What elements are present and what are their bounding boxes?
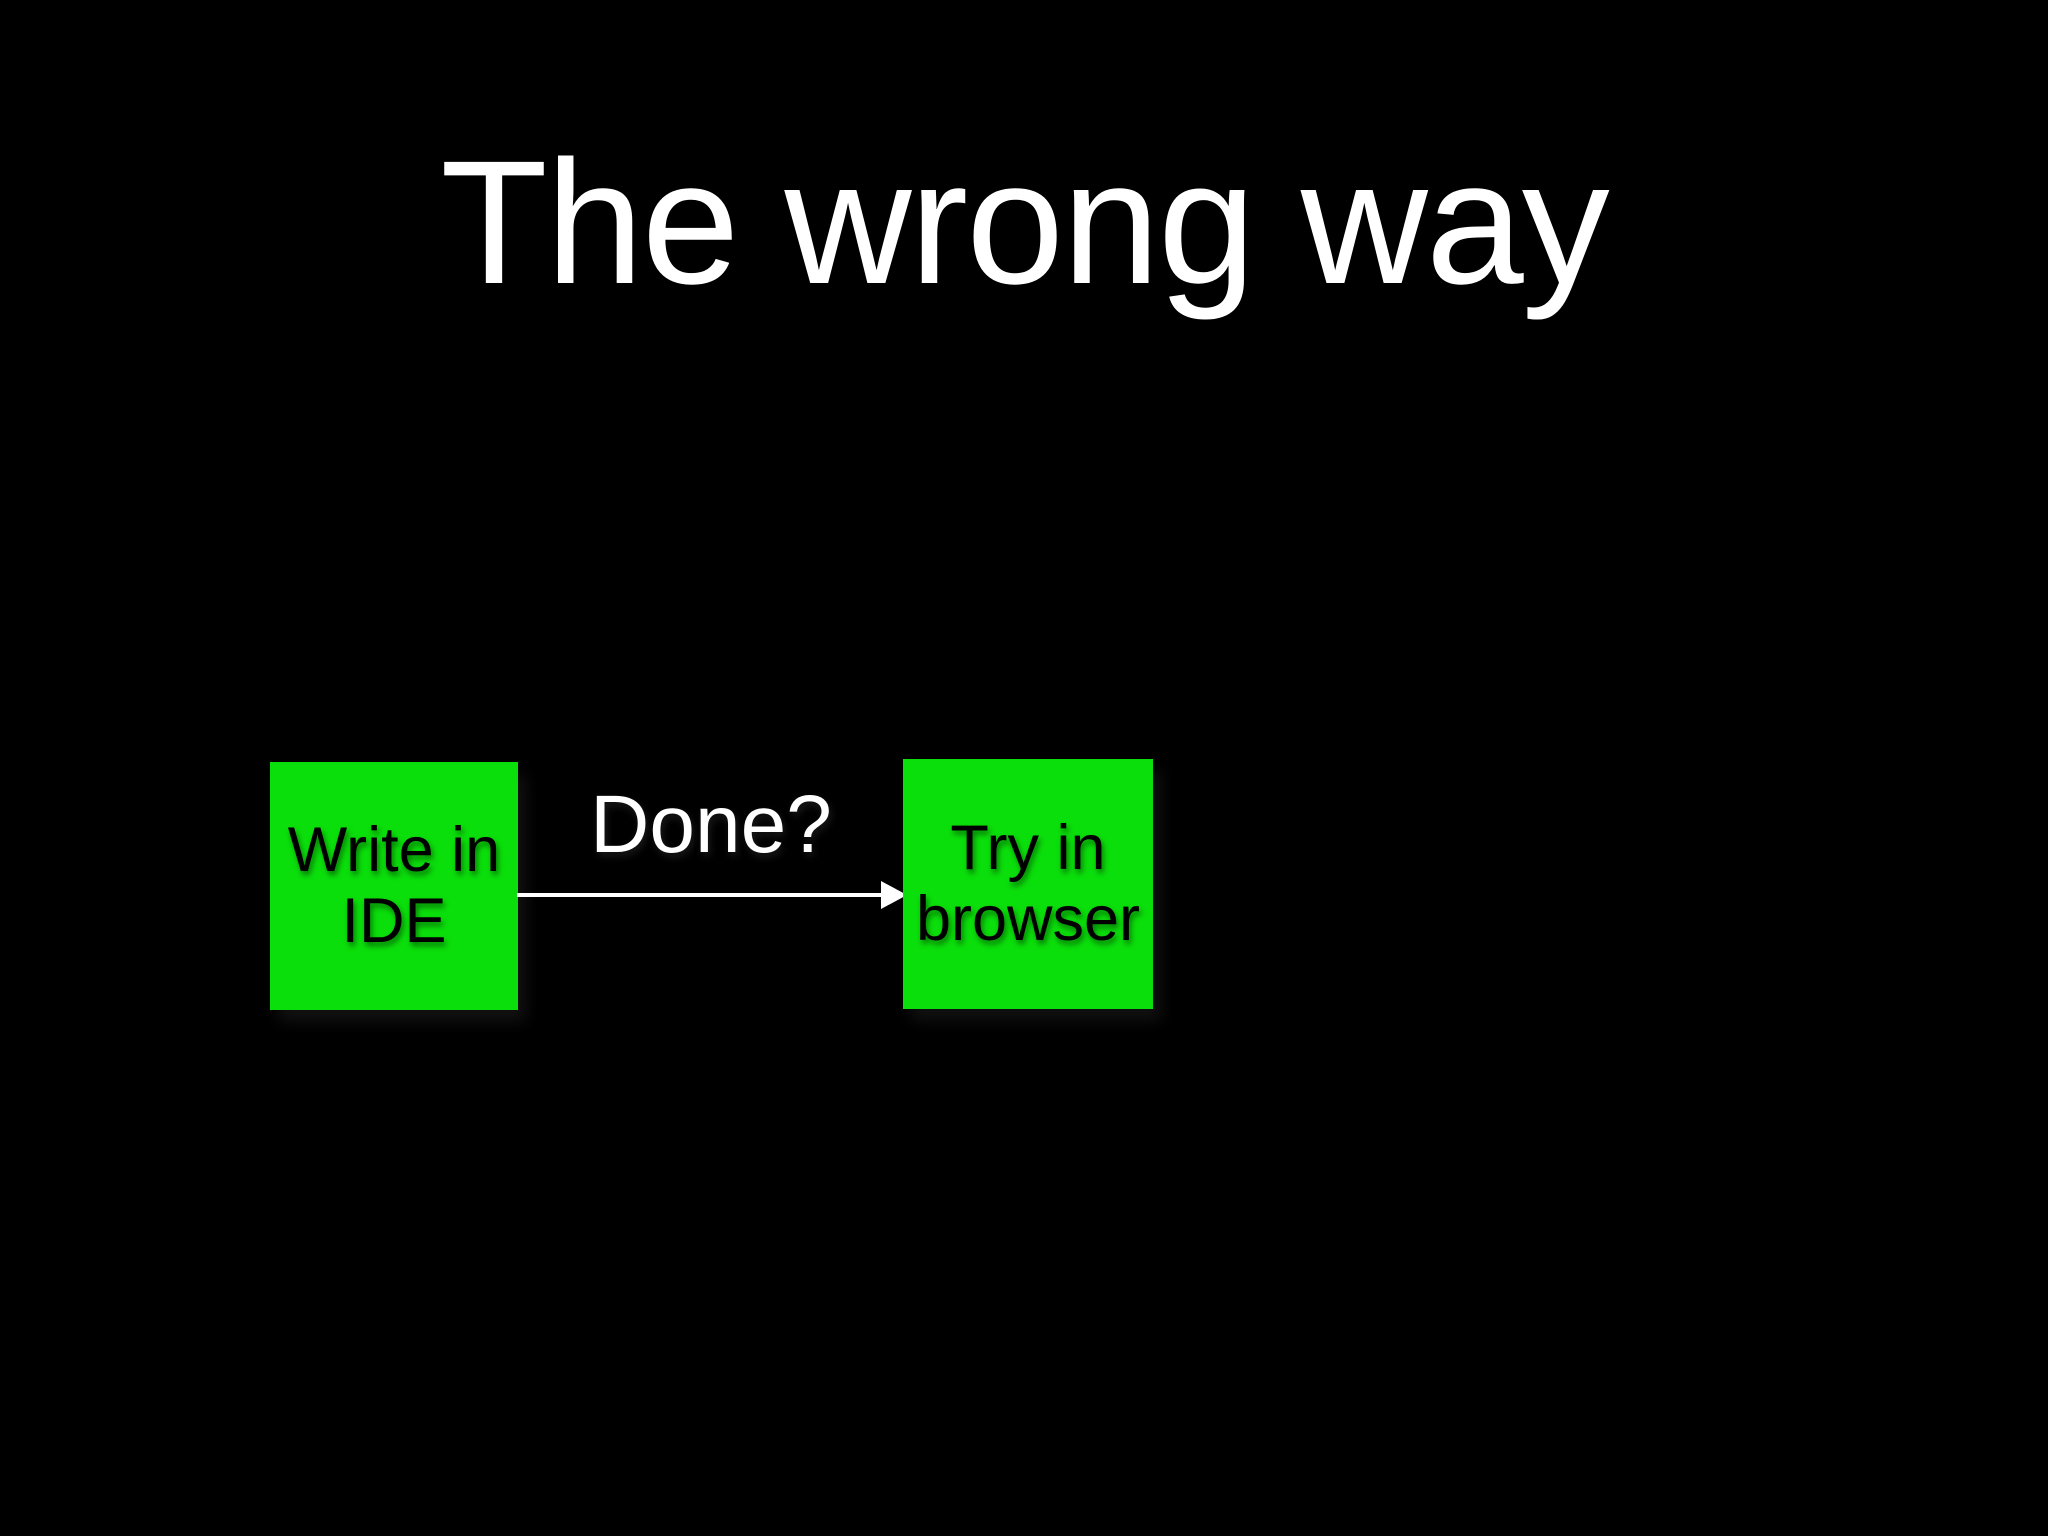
node-try-in-browser: Try in browser	[903, 759, 1153, 1009]
flow-arrow	[517, 881, 907, 909]
node-write-in-ide: Write in IDE	[270, 762, 518, 1010]
arrow-head-icon	[881, 881, 907, 909]
node-label-line2: IDE	[341, 886, 447, 956]
node-label-line1: Write in	[287, 815, 501, 886]
node-write-in-ide-label: Write in IDE	[288, 815, 500, 956]
node-try-in-browser-label: Try in browser	[916, 813, 1140, 954]
node-label-line2: browser	[915, 884, 1141, 954]
slide-title: The wrong way	[440, 125, 1609, 321]
edge-label-done: Done?	[590, 779, 832, 870]
node-label-line1: Try in	[950, 813, 1106, 884]
